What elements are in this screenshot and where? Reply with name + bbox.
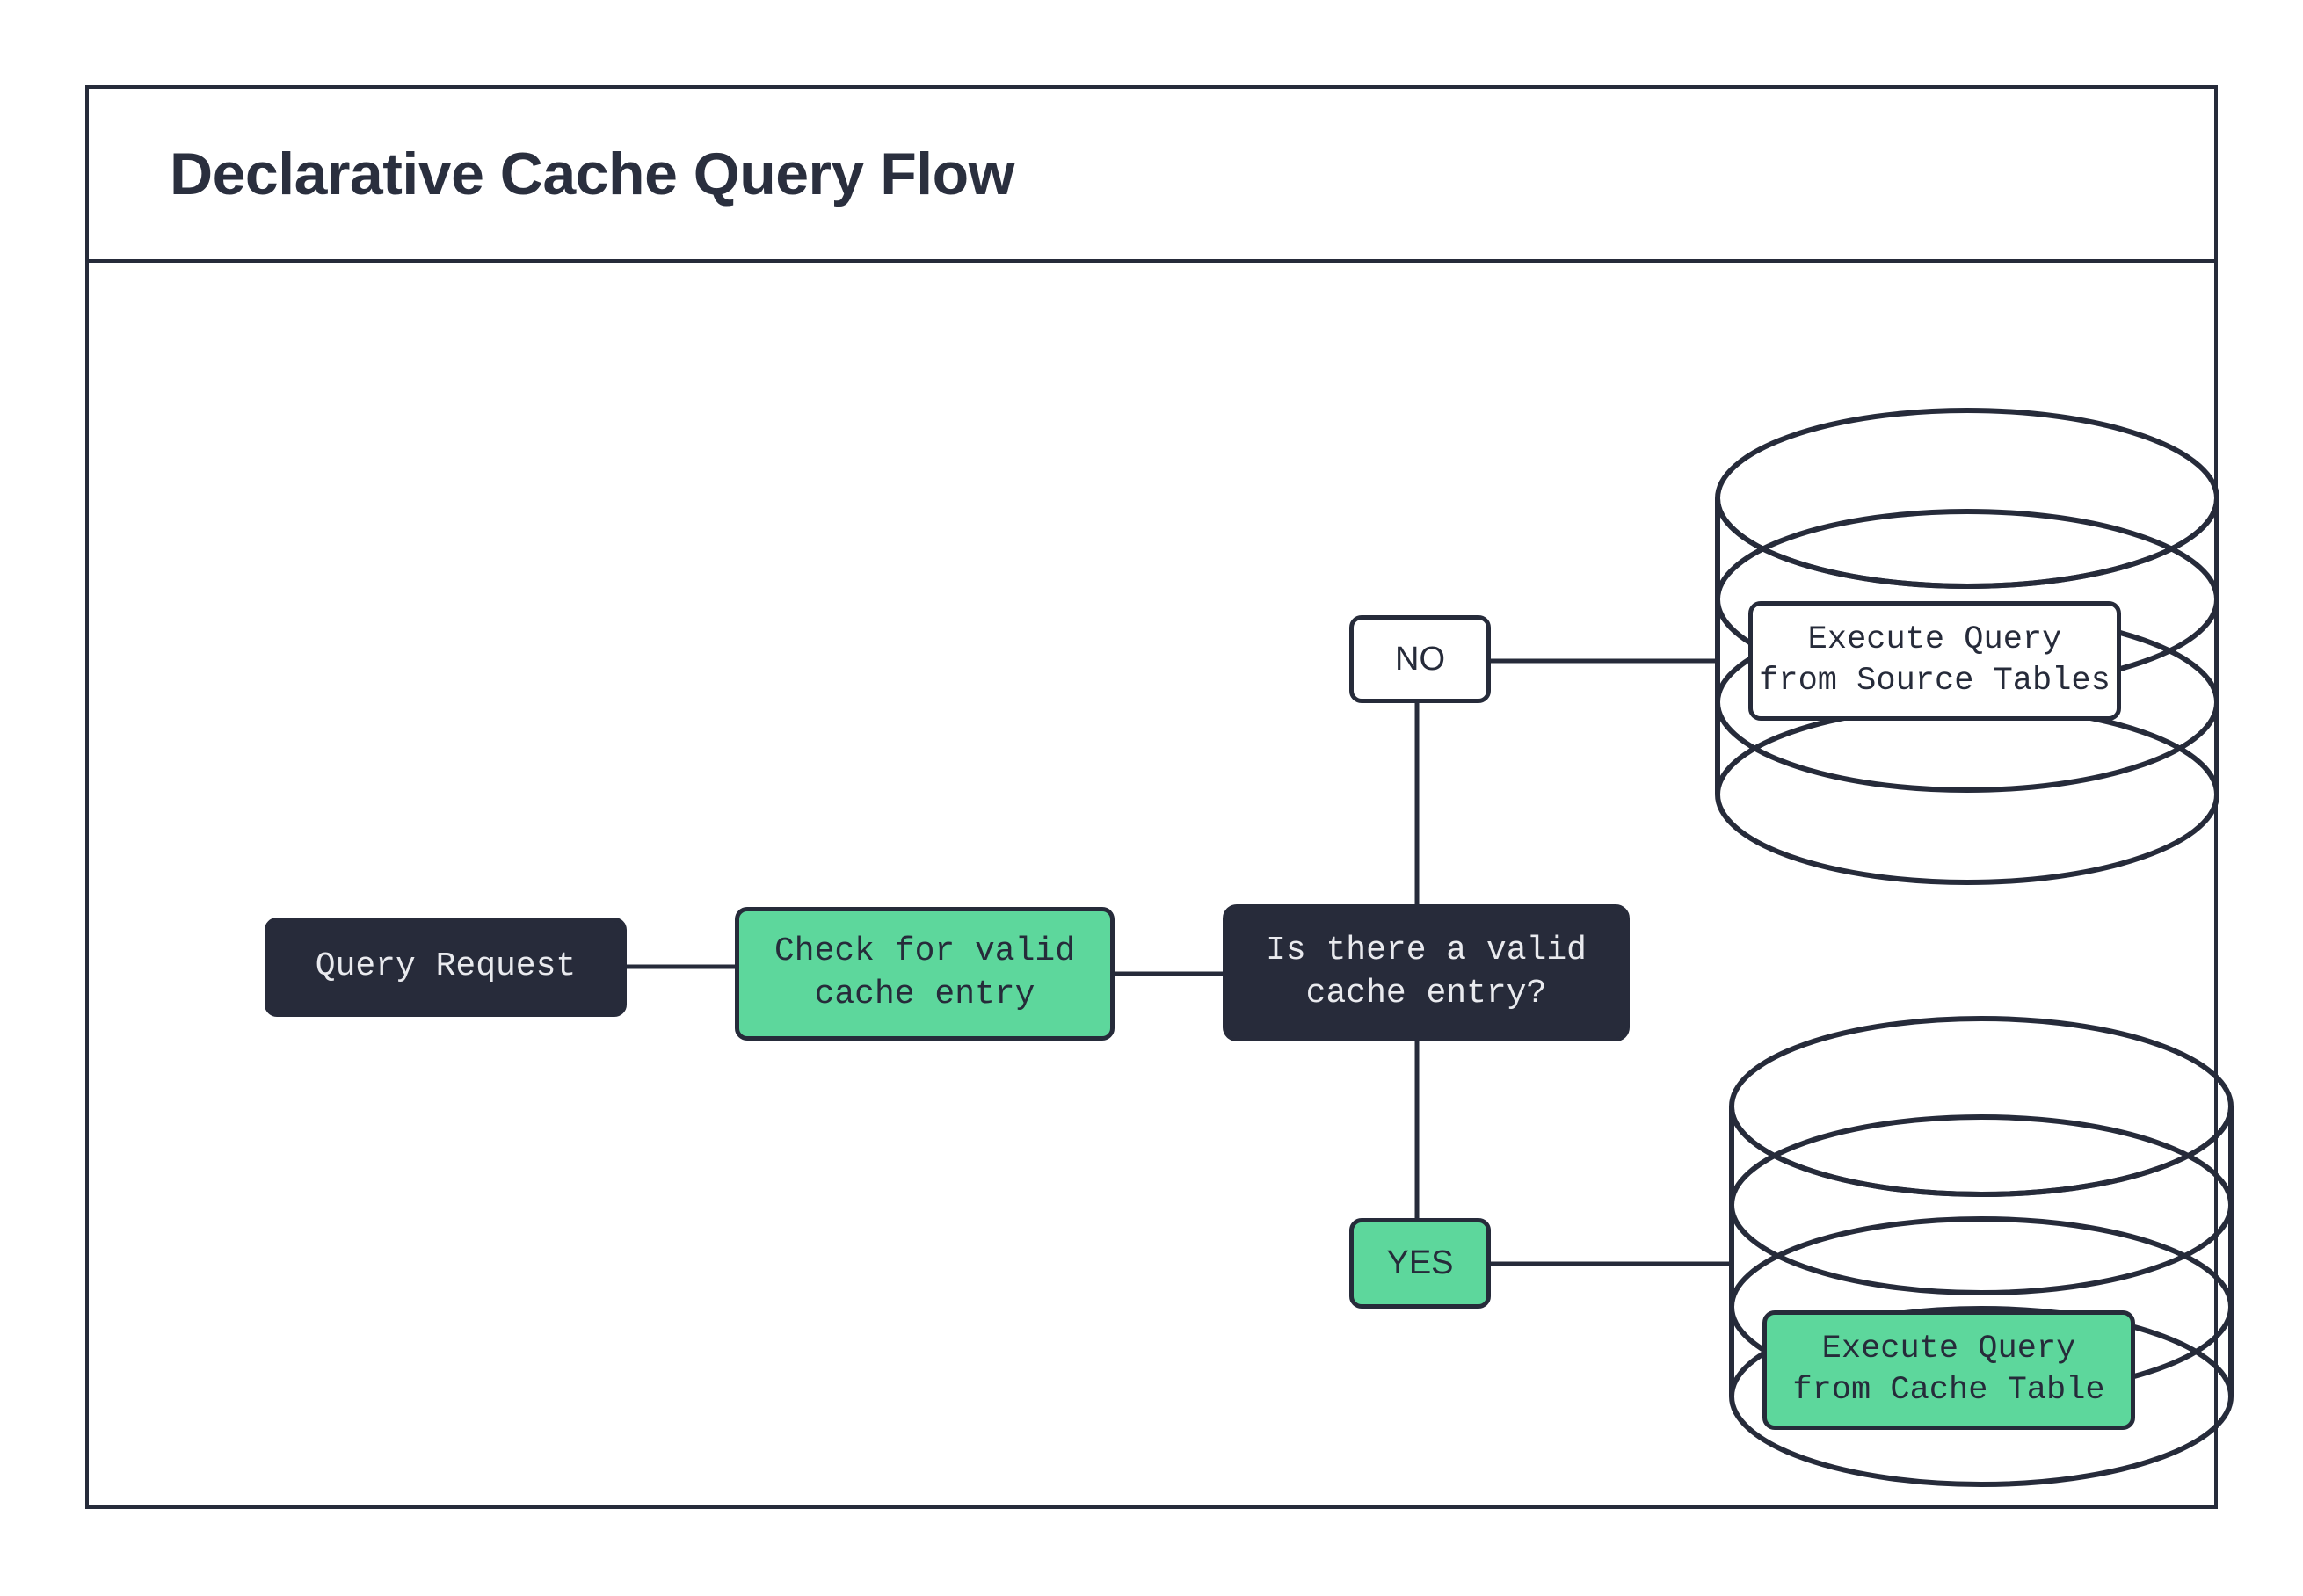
branch-label-no[interactable]: NO [1349, 615, 1491, 703]
node-execute-query-from-source-tables[interactable]: Execute Query from Source Tables [1748, 601, 2121, 721]
title-bar: Declarative Cache Query Flow [89, 89, 2214, 263]
cache-database-cylinder [1729, 1016, 2234, 1487]
node-decision-valid-cache-entry[interactable]: Is there a valid cache entry? [1223, 904, 1630, 1041]
branch-label-yes[interactable]: YES [1349, 1218, 1491, 1309]
node-query-request[interactable]: Query Request [265, 918, 627, 1017]
diagram-canvas: Query Request Check for valid cache entr… [89, 263, 2234, 1509]
diagram-frame: Declarative Cache Query Flow [85, 85, 2234, 1509]
node-execute-query-from-cache-table[interactable]: Execute Query from Cache Table [1762, 1310, 2135, 1430]
page-title: Declarative Cache Query Flow [170, 141, 1015, 207]
node-check-for-valid-cache-entry[interactable]: Check for valid cache entry [735, 907, 1115, 1041]
